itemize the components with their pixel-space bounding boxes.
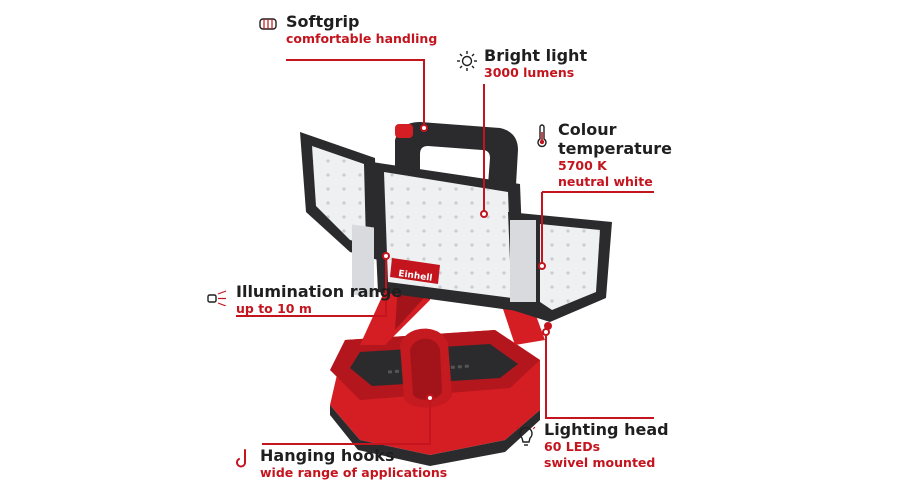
feature-title-line1: Colour [558,120,617,139]
feature-softgrip: Softgrip comfortable handling [258,12,437,47]
center-panel: Einhell [372,162,525,312]
feature-detail: 60 LEDs [544,439,601,454]
feature-title: Softgrip [286,12,360,31]
feature-detail: neutral white [558,174,653,189]
feature-illumination-range: Illumination range up to 10 m [206,282,402,317]
feature-detail: wide range of applications [260,465,448,480]
callout-lines [236,59,654,445]
left-wing-panel [300,132,378,298]
callout-dots [382,124,550,402]
feature-title: Illumination range [236,282,403,301]
feature-colour-temperature: Colour temperature 5700 K neutral white [534,120,672,190]
hand-grip-icon [259,18,277,30]
feature-lighting-head: Lighting head 60 LEDs swivel mounted [516,420,669,471]
feature-title: Hanging hooks [260,446,395,465]
feature-detail: comfortable handling [286,31,438,46]
feature-title: Bright light [484,46,588,65]
feature-title: Lighting head [544,420,669,439]
sun-icon [457,51,477,71]
thermometer-icon [537,124,547,148]
brand-logo: Einhell [398,269,433,284]
right-wing-panel [508,212,612,330]
softgrip-handle [395,122,518,185]
led-bulb-icon [516,426,536,446]
feature-bright-light: Bright light 3000 lumens [456,46,587,81]
light-beam-icon [207,290,227,306]
feature-detail: up to 10 m [236,301,312,316]
feature-detail: 3000 lumens [484,65,575,80]
feature-detail: 5700 K [558,158,607,173]
feature-hanging-hooks: Hanging hooks wide range of applications [236,446,447,481]
feature-detail: swivel mounted [544,455,656,470]
hook-icon [236,449,246,468]
feature-title-line2: temperature [558,139,672,158]
stand-base [330,328,540,466]
